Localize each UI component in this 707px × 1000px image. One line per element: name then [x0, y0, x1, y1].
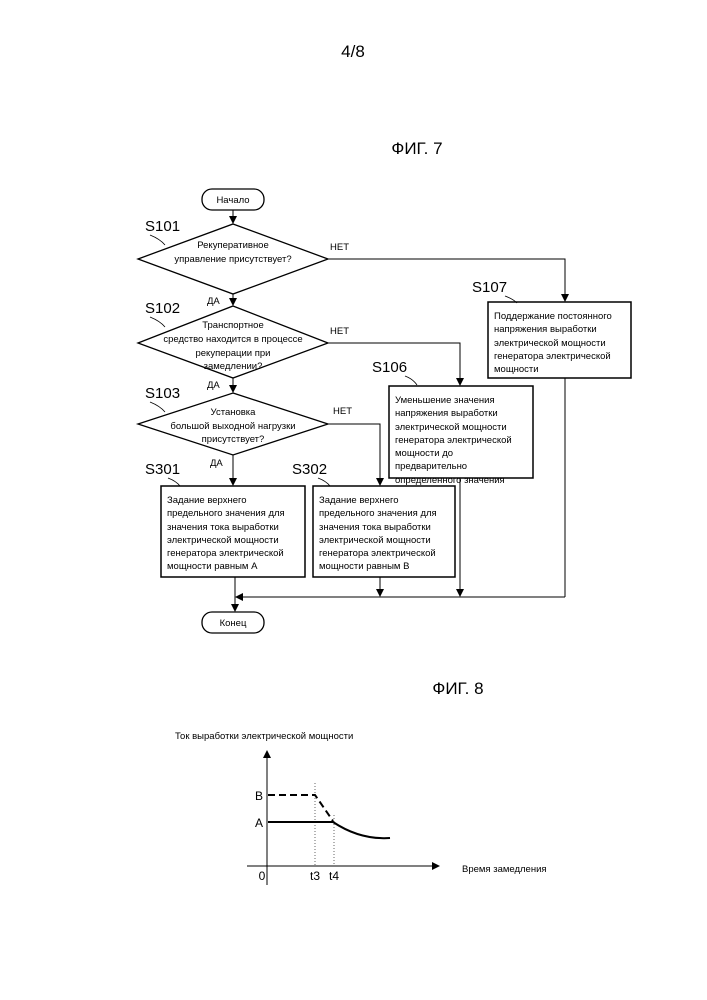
y-axis-label: Ток выработки электрической мощности	[175, 731, 353, 742]
y-tick-b: B	[255, 789, 263, 803]
s301-box: Задание верхнего предельного значения дл…	[161, 490, 305, 578]
no-label: НЕТ	[330, 242, 349, 253]
s107-box: Поддержание постоянного напряжения выраб…	[488, 306, 631, 380]
fig7-title: ФИГ. 7	[391, 139, 442, 158]
s101-line: управление присутствует?	[174, 254, 291, 265]
s102-line: средство находится в процессе	[163, 334, 302, 345]
x-tick-t4: t4	[329, 869, 339, 883]
s107-label: S107	[472, 279, 507, 296]
s103-label: S103	[145, 385, 180, 402]
yes-label: ДА	[207, 380, 220, 391]
x-tick-t3: t3	[310, 869, 320, 883]
s302-box: Задание верхнего предельного значения дл…	[313, 490, 455, 578]
s106-label: S106	[372, 359, 407, 376]
yes-label: ДА	[210, 458, 223, 469]
x-tick-0: 0	[259, 869, 266, 883]
fig8-title: ФИГ. 8	[432, 679, 483, 698]
end-label: Конец	[220, 618, 247, 629]
s103-line: Установка	[211, 407, 257, 418]
s101-line: Рекуперативное	[197, 240, 269, 251]
start-label: Начало	[216, 195, 249, 206]
s102-line: замедлении?	[204, 361, 263, 372]
x-axis-label: Время замедления	[462, 864, 547, 875]
s103-line: присутствует?	[202, 434, 265, 445]
page-number: 4/8	[341, 42, 365, 61]
s102-line: Транспортное	[202, 320, 264, 331]
s103-line: большой выходной нагрузки	[170, 421, 295, 432]
series-b-line	[268, 795, 333, 821]
s302-label: S302	[292, 461, 327, 478]
yes-label: ДА	[207, 296, 220, 307]
y-tick-a: A	[255, 816, 263, 830]
s102-line: рекуперации при	[195, 348, 270, 359]
s106-box: Уменьшение значения напряжения выработки…	[389, 390, 533, 491]
s101-label: S101	[145, 218, 180, 235]
no-label: НЕТ	[330, 326, 349, 337]
s102-label: S102	[145, 300, 180, 317]
s301-label: S301	[145, 461, 180, 478]
no-label: НЕТ	[333, 406, 352, 417]
series-a-line	[268, 822, 390, 838]
